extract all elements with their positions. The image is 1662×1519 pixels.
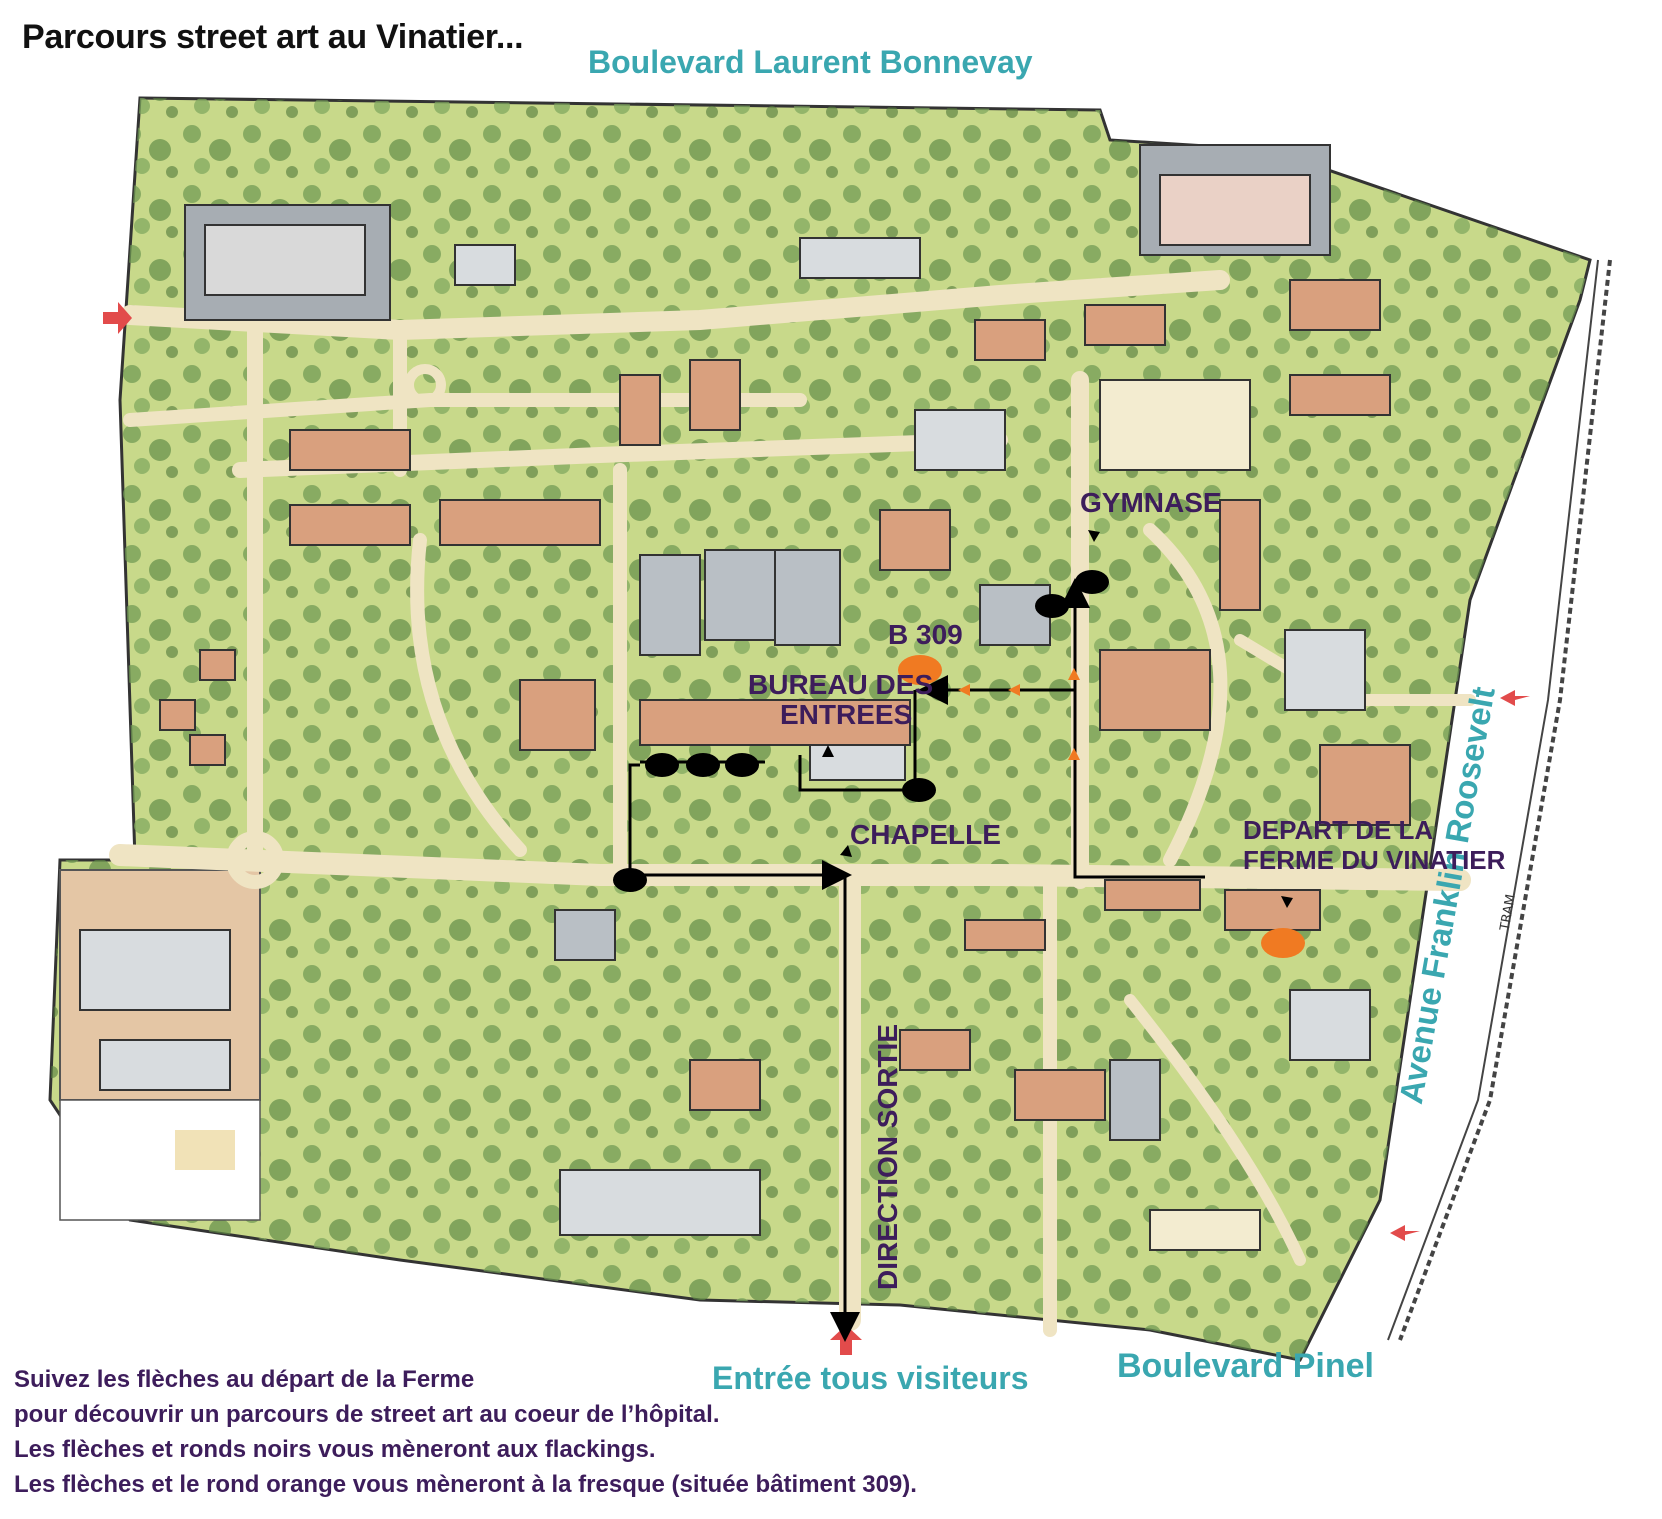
bureau-label-line1: BUREAU DES: [748, 669, 934, 700]
chapelle-label: CHAPELLE: [850, 819, 1001, 850]
depart-label-line1: DEPART DE LA: [1243, 815, 1434, 845]
street-north: Boulevard Laurent Bonnevay: [588, 44, 1033, 80]
direction-sortie-label: DIRECTION SORTIE: [872, 1023, 903, 1290]
flacking-marker: [725, 753, 759, 777]
street-south: Boulevard Pinel: [1117, 1347, 1374, 1385]
page-title: Parcours street art au Vinatier...: [22, 18, 524, 56]
red-arrow-icon: [1500, 690, 1530, 706]
instruction-line: Les flèches et le rond orange vous mèner…: [14, 1471, 917, 1498]
flacking-marker: [1035, 594, 1069, 618]
flacking-marker: [1075, 570, 1109, 594]
instruction-line: Les flèches et ronds noirs vous mèneront…: [14, 1436, 656, 1463]
red-arrow-icon: [1390, 1225, 1420, 1241]
entrance-label: Entrée tous visiteurs: [712, 1360, 1029, 1396]
buildings: [79, 144, 1411, 1251]
flacking-marker: [645, 753, 679, 777]
gymnase-label: GYMNASE: [1080, 487, 1222, 518]
depart-label-line2: FERME DU VINATIER: [1243, 845, 1506, 875]
flacking-marker: [902, 778, 936, 802]
fresco-markers: [898, 655, 1305, 958]
fresco-arrows: [958, 668, 1080, 760]
red-arrow-icon: [103, 302, 132, 334]
bureau-label-line2: ENTREES: [780, 699, 913, 730]
tram-line: [1398, 259, 1612, 1341]
fresco-marker: [1261, 928, 1305, 958]
instruction-line: pour découvrir un parcours de street art…: [14, 1401, 720, 1428]
flacking-marker: [686, 753, 720, 777]
instructions: Suivez les flèches au départ de la Ferme…: [14, 1362, 917, 1502]
flacking-markers: [613, 570, 1109, 892]
flacking-marker: [613, 868, 647, 892]
b309-label: B 309: [888, 619, 963, 650]
instruction-line: Suivez les flèches au départ de la Ferme: [14, 1366, 475, 1393]
fresco-marker: [898, 655, 942, 685]
